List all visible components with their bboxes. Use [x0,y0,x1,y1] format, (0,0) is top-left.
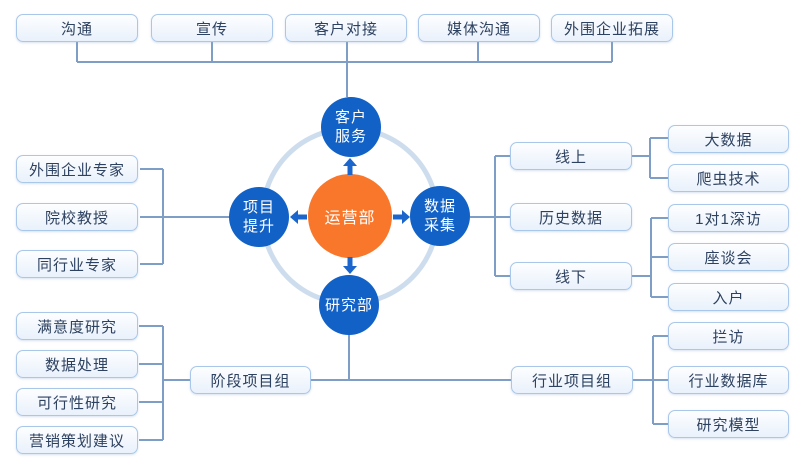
circle-label-line: 采集 [423,217,456,234]
node-data-processing: 数据处理 [16,350,138,378]
node-label: 沟通 [60,20,93,38]
node-label: 院校教授 [44,209,109,227]
node-label: 行业数据库 [688,372,769,390]
left-arrow-icon [290,210,307,224]
circle-customer-service: 客户 服务 [321,97,381,157]
node-label: 线上 [554,148,587,166]
circle-data-collection: 数据 采集 [410,186,470,246]
node-college-professors: 院校教授 [16,203,138,231]
node-label: 阶段项目组 [210,372,291,390]
hub-label: 运营部 [324,210,376,227]
node-offline: 线下 [510,262,632,290]
circle-label-line: 服务 [334,128,367,145]
circle-label-line: 研究部 [324,296,373,314]
node-label: 媒体沟通 [446,20,511,38]
node-feasibility-research: 可行性研究 [16,388,138,416]
circle-project-improvement: 项目 提升 [229,187,289,247]
node-label: 座谈会 [704,249,753,267]
node-label: 1对1深访 [695,210,762,228]
node-label: 数据处理 [44,356,109,374]
circle-label-line: 项目 [242,199,275,216]
node-stage-project-group: 阶段项目组 [190,366,311,394]
node-household: 入户 [668,283,789,311]
node-client-docking: 客户对接 [285,14,407,42]
node-label: 大数据 [704,131,753,149]
node-crawler-tech: 爬虫技术 [668,164,789,192]
circle-label-line: 客户 [334,109,367,126]
node-label: 客户对接 [313,20,378,38]
node-marketing-suggestions: 营销策划建议 [16,426,138,454]
circle-label-line: 提升 [242,218,275,235]
node-1on1-interview: 1对1深访 [668,204,789,232]
node-satisfaction-research: 满意度研究 [16,312,138,340]
node-label: 入户 [712,289,745,307]
node-label: 可行性研究 [36,394,117,412]
node-label: 线下 [554,268,587,286]
up-arrow-icon [343,158,357,175]
node-online: 线上 [510,142,632,170]
node-label: 行业项目组 [531,372,612,390]
node-big-data: 大数据 [668,125,789,153]
node-publicity: 宣传 [151,14,273,42]
node-label: 宣传 [195,20,228,38]
circle-label-line: 数据 [423,198,456,215]
node-symposium: 座谈会 [668,243,789,271]
node-intercept-interview: 拦访 [668,322,789,350]
node-label: 同行业专家 [36,256,117,274]
node-historical-data: 历史数据 [510,203,632,231]
node-industry-experts: 同行业专家 [16,250,138,278]
node-label: 研究模型 [696,416,761,434]
node-industry-project-group: 行业项目组 [511,366,633,394]
node-label: 外围企业拓展 [563,20,660,38]
circle-operations-hub: 运营部 [308,174,392,258]
node-peripheral-experts: 外围企业专家 [16,155,138,183]
right-arrow-icon [393,210,410,224]
node-industry-database: 行业数据库 [668,366,789,394]
node-label: 满意度研究 [36,318,117,336]
node-label: 外围企业专家 [28,161,125,179]
node-communication: 沟通 [16,14,138,42]
node-label: 拦访 [712,328,745,346]
circle-research-dept: 研究部 [319,275,379,335]
node-label: 爬虫技术 [696,170,761,188]
down-arrow-icon [343,257,357,274]
node-peripheral-expansion: 外围企业拓展 [551,14,673,42]
node-research-model: 研究模型 [668,410,789,438]
node-label: 营销策划建议 [28,432,125,450]
node-media-communication: 媒体沟通 [418,14,540,42]
node-label: 历史数据 [538,209,603,227]
